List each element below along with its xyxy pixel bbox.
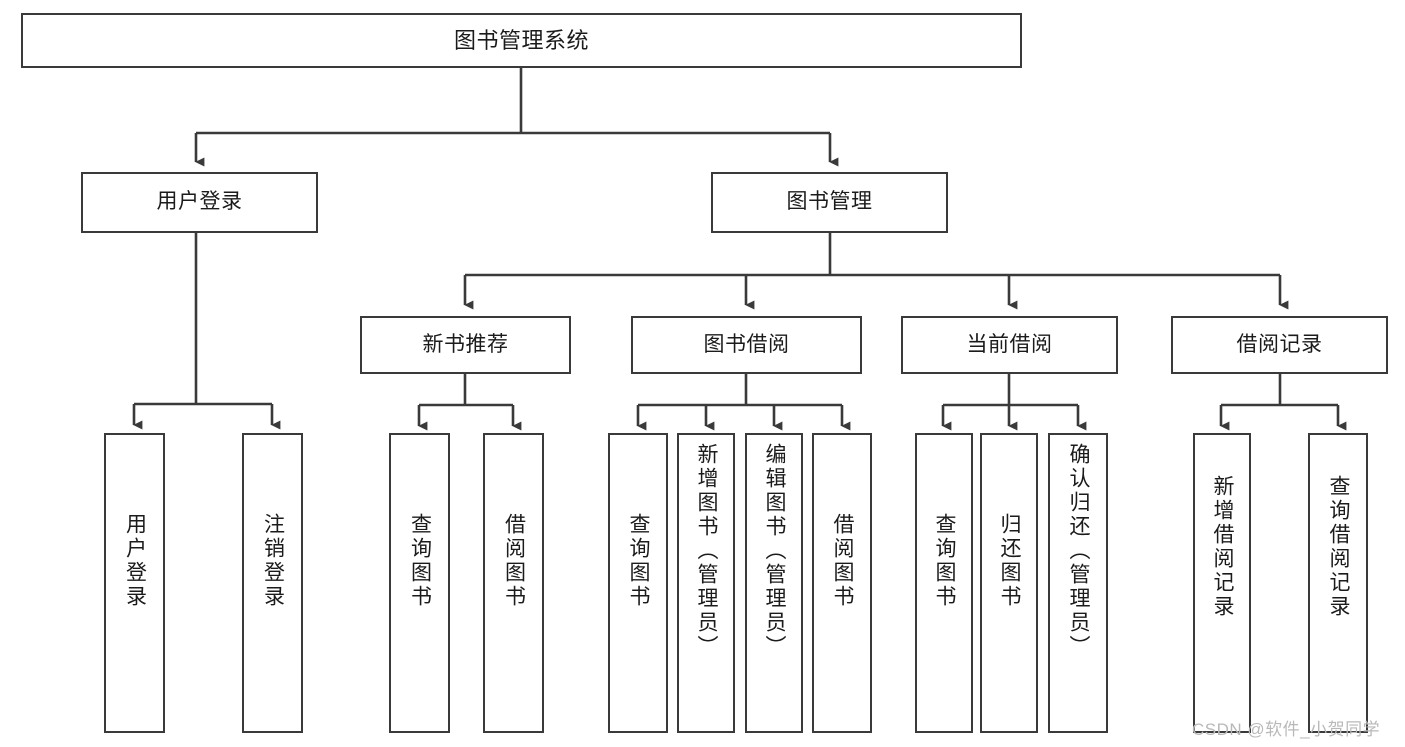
node-label: 查询图书 [933,513,957,609]
node-label: 归还图书 [998,513,1022,609]
node-label: 新增借阅记录 [1211,475,1235,619]
leaf-confirm-return-admin[interactable]: 确认归还（管理员） [1048,433,1108,733]
node-label: 借阅图书 [502,513,526,609]
csdn-watermark: CSDN @软件_小贺同学 [1192,720,1381,739]
leaf-add-borrow-record[interactable]: 新增借阅记录 [1193,433,1251,733]
node-new-book-recommend[interactable]: 新书推荐 [360,316,571,374]
node-book-management-system[interactable]: 图书管理系统 [21,13,1022,68]
leaf-add-book-admin[interactable]: 新增图书（管理员） [677,433,735,733]
leaf-edit-book-admin[interactable]: 编辑图书（管理员） [745,433,803,733]
node-borrow-record[interactable]: 借阅记录 [1171,316,1388,374]
leaf-query-book-borrow[interactable]: 查询图书 [608,433,668,733]
leaf-query-book-current[interactable]: 查询图书 [915,433,973,733]
node-user-login[interactable]: 用户登录 [81,172,318,233]
node-book-borrow[interactable]: 图书借阅 [631,316,862,374]
leaf-return-book[interactable]: 归还图书 [980,433,1038,733]
node-label: 查询图书 [627,513,651,609]
leaf-borrow-book-borrow[interactable]: 借阅图书 [812,433,872,733]
node-book-management[interactable]: 图书管理 [711,172,948,233]
leaf-logout-login[interactable]: 注销登录 [242,433,303,733]
node-label: 借阅图书 [831,513,855,609]
node-label: 确认归还（管理员） [1067,443,1091,659]
node-label: 图书借阅 [703,332,790,356]
leaf-query-book-recommend[interactable]: 查询图书 [389,433,450,733]
node-label: 编辑图书（管理员） [763,443,787,659]
leaf-user-login[interactable]: 用户登录 [104,433,165,733]
node-label: 查询图书 [408,513,432,609]
node-label: 用户登录 [123,513,147,609]
node-label: 用户登录 [156,190,243,214]
node-label: 注销登录 [261,513,285,609]
node-label: 图书管理系统 [453,27,589,53]
node-label: 查询借阅记录 [1327,475,1351,619]
node-label: 借阅记录 [1236,332,1323,356]
node-label: 图书管理 [786,190,873,214]
leaf-borrow-book-recommend[interactable]: 借阅图书 [483,433,544,733]
node-label: 新书推荐 [422,332,509,356]
leaf-query-borrow-record[interactable]: 查询借阅记录 [1308,433,1368,733]
node-label: 当前借阅 [966,332,1053,356]
node-current-borrow[interactable]: 当前借阅 [901,316,1118,374]
node-label: 新增图书（管理员） [695,443,719,659]
